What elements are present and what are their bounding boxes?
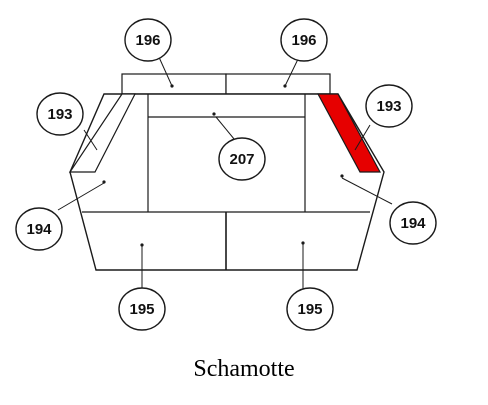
callout-196-right-label: 196 <box>291 32 316 49</box>
anchor-194-right <box>340 174 344 178</box>
callout-194-left: 194 <box>15 207 63 251</box>
callout-194-left-label: 194 <box>26 221 52 238</box>
leader-193-left <box>83 129 98 151</box>
right-side-strip-highlighted <box>316 93 382 173</box>
anchor-195-right <box>301 241 305 245</box>
callout-195-right: 195 <box>286 287 334 331</box>
anchor-207 <box>212 112 216 116</box>
callout-195-right-label: 195 <box>297 301 322 318</box>
callout-193-right-label: 193 <box>376 98 401 115</box>
callout-193-left: 193 <box>36 92 84 136</box>
callout-196-right: 196 <box>280 18 328 62</box>
left-side-strip <box>68 93 136 173</box>
top-brick-left <box>121 73 227 95</box>
top-brick-right <box>225 73 331 95</box>
anchor-196-right <box>283 84 287 88</box>
leader-193-right <box>354 124 371 151</box>
callout-195-left-label: 195 <box>129 301 154 318</box>
callout-193-left-label: 193 <box>47 106 72 123</box>
callout-194-right-label: 194 <box>400 215 426 232</box>
callout-207: 207 <box>218 137 266 181</box>
diagram-caption: Schamotte <box>193 356 295 382</box>
callout-196-left: 196 <box>124 18 172 62</box>
anchor-194-left <box>102 180 106 184</box>
callout-194-right: 194 <box>389 201 437 245</box>
callout-195-left: 195 <box>118 287 166 331</box>
anchor-196-left <box>170 84 174 88</box>
leader-196-left <box>157 54 173 87</box>
anchor-195-left <box>140 243 144 247</box>
leader-194-right <box>341 177 393 205</box>
callout-193-right: 193 <box>365 84 413 128</box>
anchor-dots <box>102 84 344 247</box>
callout-207-label: 207 <box>229 151 254 168</box>
callout-196-left-label: 196 <box>135 32 160 49</box>
leader-194-left <box>57 182 105 211</box>
